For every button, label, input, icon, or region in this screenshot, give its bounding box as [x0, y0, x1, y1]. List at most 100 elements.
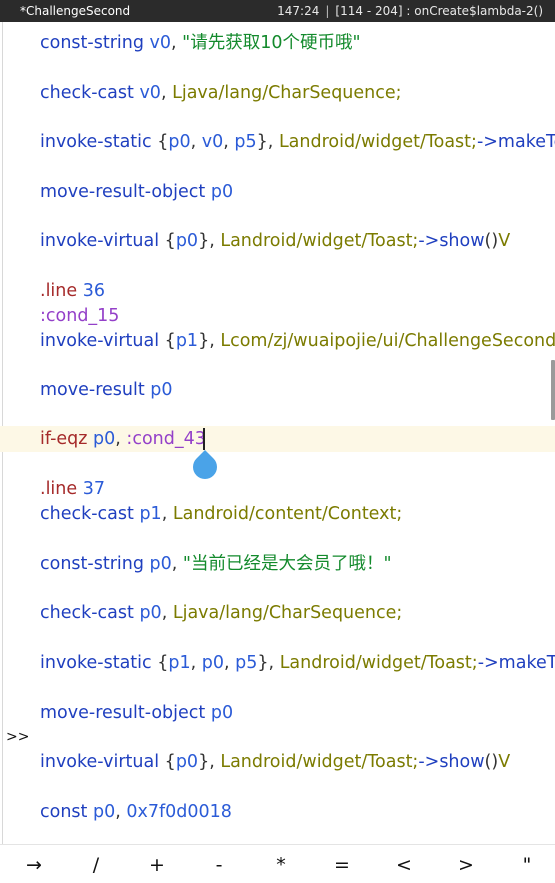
code-token: if-eqz [40, 429, 88, 449]
code-token: p0 [210, 182, 234, 202]
symbol-keybar: → / + - * = < > " [0, 844, 555, 883]
code-token: }, [257, 653, 280, 673]
code-token: Landroid/widget/Toast; [279, 653, 478, 673]
code-token: check-cast [40, 603, 134, 623]
code-token: -> [418, 231, 440, 251]
code-token: check-cast [40, 83, 134, 103]
code-token: invoke-static [40, 132, 152, 152]
code-token: , [190, 132, 202, 152]
code-token: "当前已经是大会员了哦！" [182, 554, 392, 574]
code-line[interactable]: check-cast v0, Ljava/lang/CharSequence; [40, 82, 402, 104]
code-token: , [171, 33, 183, 53]
code-token: p1 [139, 504, 162, 524]
code-token: :cond_15 [40, 306, 120, 326]
code-line[interactable]: invoke-virtual {p0}, Landroid/widget/Toa… [40, 751, 510, 773]
selection-range: [114 - 204] [335, 4, 403, 18]
code-line[interactable]: const p0, 0x7f0d0018 [40, 801, 232, 823]
code-line[interactable]: const-string v0, "请先获取10个硬币哦" [40, 32, 361, 54]
code-line[interactable]: move-result p0 [40, 379, 173, 401]
status-bar: *ChallengeSecond 147:24|[114 - 204] : on… [0, 0, 555, 22]
code-token: { [164, 231, 176, 251]
code-token: Landroid/widget/Toast; [278, 132, 477, 152]
code-token: Landroid/widget/Toast; [220, 231, 419, 251]
code-token: invoke-virtual [40, 331, 160, 351]
code-token: p0 [150, 380, 173, 400]
code-token: p0 [139, 603, 162, 623]
code-token: p0 [175, 752, 199, 772]
key-symbol[interactable]: " [522, 854, 532, 876]
code-token: :cond_43 [126, 429, 206, 449]
code-token: p1 [168, 653, 191, 673]
key-symbol[interactable]: + [149, 854, 165, 876]
code-token: }, [198, 231, 221, 251]
key-symbol[interactable]: * [276, 854, 286, 876]
code-line[interactable]: check-cast p0, Ljava/lang/CharSequence; [40, 602, 402, 624]
text-caret [203, 428, 205, 450]
code-editor[interactable]: const-string v0, "请先获取10个硬币哦" check-cast … [0, 22, 555, 844]
file-title: *ChallengeSecond [20, 4, 131, 18]
code-token: , [161, 603, 173, 623]
scrollbar-thumb[interactable] [551, 360, 555, 420]
code-token: , [160, 83, 173, 103]
code-token: , [223, 132, 235, 152]
code-token: Lcom/zj/wuaipojie/ui/ChallengeSecond; [220, 331, 555, 351]
code-token: const-string [40, 33, 144, 53]
code-line[interactable]: move-result-object p0 [40, 702, 233, 724]
code-token: show [439, 752, 485, 772]
key-symbol[interactable]: > [458, 854, 474, 876]
key-symbol[interactable]: < [396, 854, 412, 876]
code-line[interactable]: invoke-static {p1, p0, p5}, Landroid/wid… [40, 652, 555, 674]
code-line[interactable]: move-result-object p0 [40, 181, 233, 203]
code-token: p0 [175, 231, 199, 251]
code-line[interactable]: .line 37 [40, 478, 105, 500]
cursor-info: 147:24|[114 - 204] : onCreate$lambda-2() [277, 4, 543, 18]
code-token: p0 [210, 703, 234, 723]
code-token: .line [40, 281, 78, 301]
code-token: { [164, 331, 176, 351]
caret-handle-icon[interactable] [188, 450, 222, 484]
scrollbar[interactable] [551, 22, 555, 844]
key-symbol[interactable]: - [215, 854, 223, 876]
key-symbol[interactable]: → [26, 854, 42, 876]
code-token: () [484, 752, 499, 772]
code-token: Ljava/lang/CharSequence; [172, 83, 402, 103]
code-token: 37 [82, 479, 106, 499]
code-line[interactable]: .line 36 [40, 280, 105, 302]
code-token: { [157, 653, 169, 673]
code-token: v0 [139, 83, 161, 103]
code-token: -> [476, 132, 498, 152]
code-token: () [484, 231, 499, 251]
code-token: p5 [234, 132, 257, 152]
code-token: move-result [40, 380, 145, 400]
code-line[interactable]: invoke-virtual {p0}, Landroid/widget/Toa… [40, 230, 510, 252]
code-line[interactable]: const-string p0, "当前已经是大会员了哦！" [40, 553, 392, 575]
prompt-marker: >> [6, 729, 30, 745]
code-token: p0 [93, 429, 116, 449]
code-token: p5 [235, 653, 258, 673]
code-token: -> [477, 653, 499, 673]
code-token: Landroid/content/Context; [172, 504, 403, 524]
code-token: p0 [149, 554, 172, 574]
code-line[interactable]: invoke-virtual {p1}, Lcom/zj/wuaipojie/u… [40, 330, 555, 352]
code-token: Landroid/widget/Toast; [220, 752, 419, 772]
code-line[interactable]: check-cast p1, Landroid/content/Context; [40, 503, 402, 525]
code-token: show [439, 231, 485, 251]
code-token: p1 [175, 331, 199, 351]
code-token: }, [256, 132, 279, 152]
code-token: Ljava/lang/CharSequence; [172, 603, 403, 623]
cursor-position: 147:24 [277, 4, 320, 18]
code-token: invoke-virtual [40, 231, 160, 251]
separator: | [325, 4, 330, 18]
code-line[interactable]: invoke-static {p0, v0, p5}, Landroid/wid… [40, 131, 555, 153]
key-symbol[interactable]: / [92, 854, 100, 876]
code-token: makeText [497, 132, 555, 152]
code-line[interactable]: if-eqz p0, :cond_43 [40, 428, 206, 450]
code-token: { [164, 752, 176, 772]
code-token: p0 [92, 802, 116, 822]
code-token: "请先获取10个硬币哦" [182, 33, 361, 53]
code-line[interactable]: :cond_15 [40, 305, 119, 327]
code-token: v0 [201, 132, 224, 152]
key-symbol[interactable]: = [334, 854, 350, 876]
code-token: V [498, 752, 511, 772]
code-token: check-cast [40, 504, 134, 524]
